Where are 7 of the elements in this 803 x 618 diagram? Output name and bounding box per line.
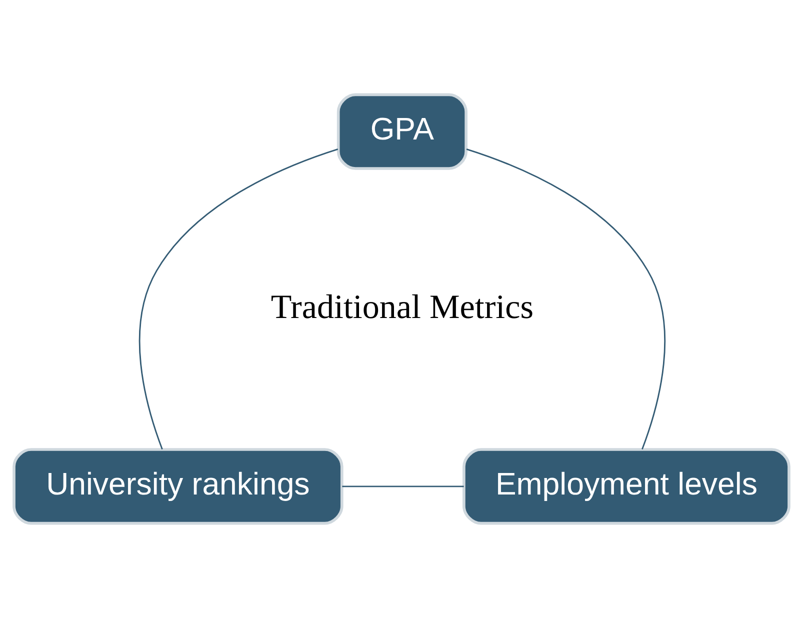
- node-box: GPA: [336, 93, 468, 170]
- connector: [138, 148, 338, 450]
- connector: [342, 486, 464, 488]
- label: Traditional Metrics: [270, 288, 534, 326]
- connector: [466, 148, 666, 450]
- node-box: Employment levels: [462, 448, 790, 525]
- node-box: University rankings: [12, 448, 344, 525]
